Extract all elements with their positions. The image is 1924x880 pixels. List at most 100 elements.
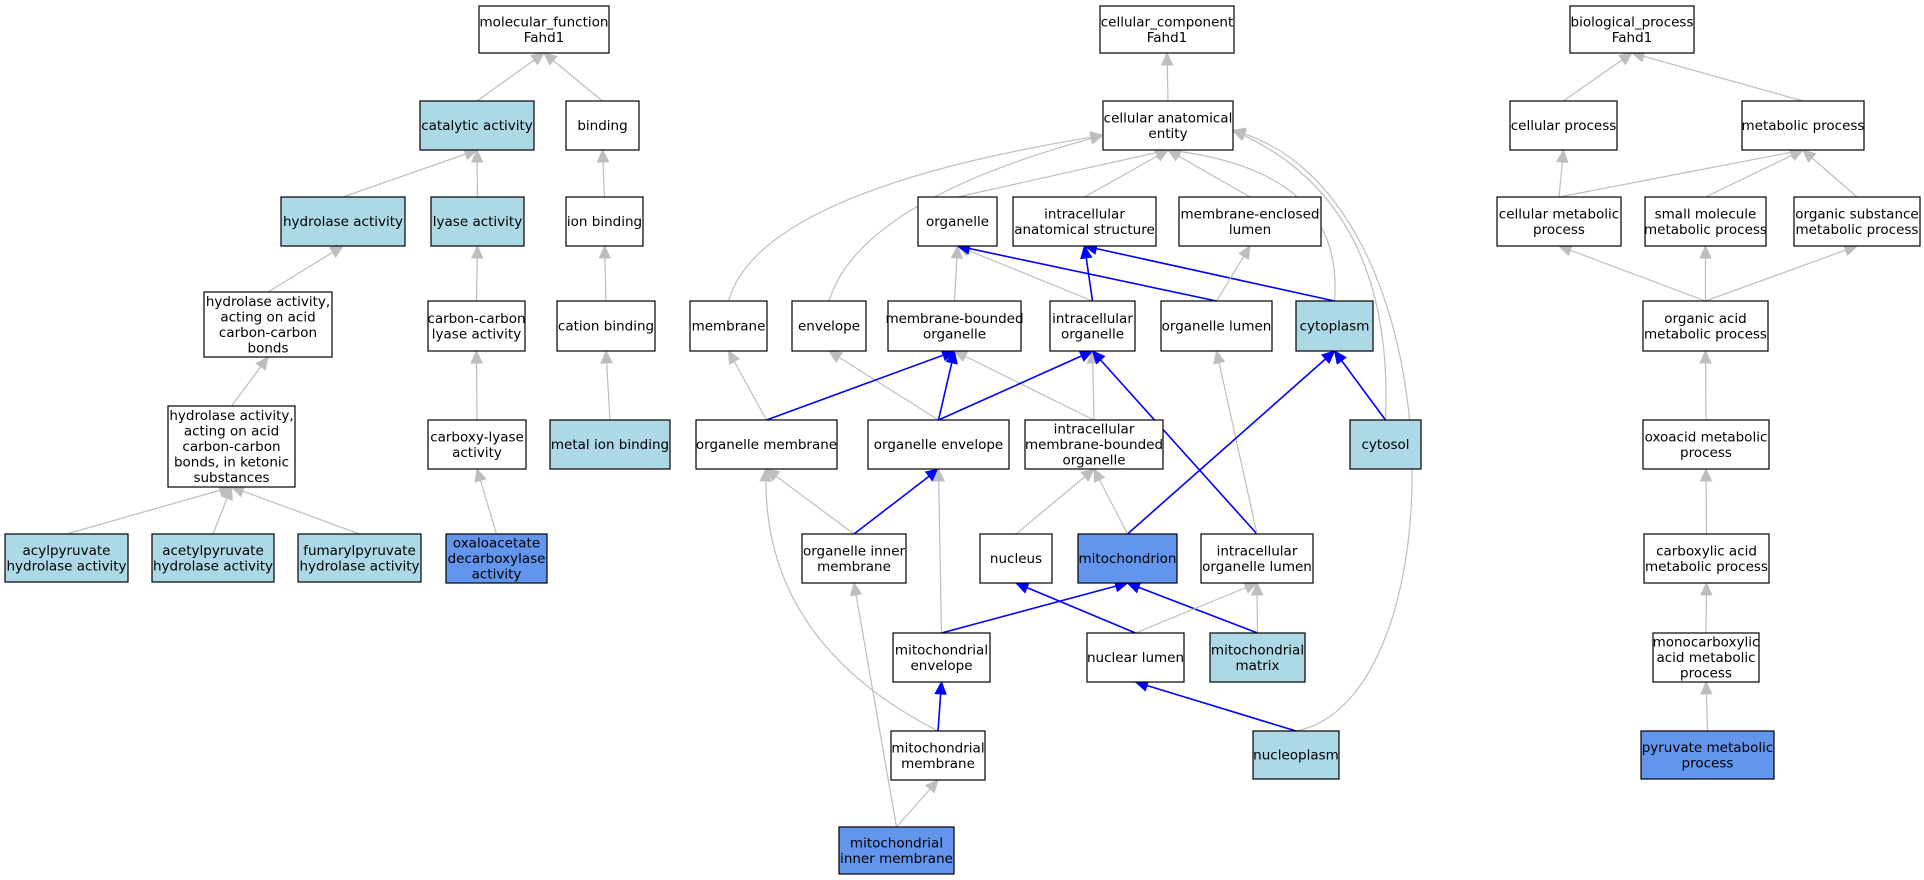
node-label-line: mitochondrion bbox=[1079, 551, 1177, 567]
node-label-line: cytoplasm bbox=[1300, 319, 1370, 335]
node-label-line: membrane bbox=[901, 756, 975, 772]
edge-oamp-to-cmp bbox=[1558, 245, 1706, 302]
edge-arrowhead bbox=[1091, 350, 1106, 365]
go-term-node-cytoplasm: cytoplasm bbox=[1295, 300, 1374, 352]
node-label-line: cellular process bbox=[1511, 118, 1617, 134]
go-term-node-metal-ion: metal ion binding bbox=[549, 419, 671, 470]
edge-arrowhead bbox=[543, 52, 558, 66]
edge-arrowhead bbox=[1700, 680, 1713, 695]
edge-oim-to-org_env bbox=[853, 468, 939, 535]
go-term-node-hydro-cc: hydrolase activity,acting on acidcarbon-… bbox=[203, 291, 333, 358]
edge-met_proc-to-bp_root bbox=[1631, 52, 1804, 102]
node-box bbox=[151, 533, 275, 583]
node-label-line: hydrolase activity bbox=[153, 558, 273, 574]
node-label-line: lyase activity bbox=[432, 326, 521, 342]
node-box bbox=[1209, 632, 1306, 683]
edge-hydrolase-to-catalytic bbox=[342, 149, 478, 198]
edge-arrowhead bbox=[1699, 467, 1713, 482]
node-label-line: fumarylpyruvate bbox=[303, 543, 416, 559]
edge-arrowhead bbox=[600, 349, 613, 364]
edge-arrowhead bbox=[1618, 52, 1633, 66]
go-term-node-lyase: lyase activity bbox=[430, 196, 525, 247]
node-label-line: nucleus bbox=[990, 551, 1042, 567]
node-label-line: ion binding bbox=[567, 214, 642, 230]
node-box bbox=[1652, 632, 1760, 683]
node-label-line: oxoacid metabolic bbox=[1645, 429, 1768, 445]
node-box bbox=[917, 196, 998, 247]
node-label-line: organelle bbox=[923, 326, 986, 342]
node-label-line: anatomical structure bbox=[1014, 222, 1155, 238]
node-label-line: organelle bbox=[926, 214, 989, 230]
node-label-line: process bbox=[1680, 445, 1732, 461]
node-box bbox=[838, 826, 955, 875]
go-term-node-binding: binding bbox=[565, 100, 640, 151]
node-box bbox=[887, 300, 1022, 352]
node-box bbox=[890, 730, 986, 781]
edge-arrowhead bbox=[1699, 349, 1712, 364]
node-label-line: envelope bbox=[798, 319, 860, 335]
node-box bbox=[689, 300, 768, 352]
node-label-line: substances bbox=[193, 470, 269, 486]
node-label-line: carbon-carbon bbox=[182, 439, 280, 455]
edge-org_env-to-io bbox=[938, 350, 1093, 421]
node-label-line: acid metabolic bbox=[1656, 650, 1755, 666]
node-label-line: oxaloacetate bbox=[453, 536, 540, 552]
edge-mito_env-to-org_env bbox=[937, 468, 943, 634]
edge-arrowhead bbox=[530, 52, 545, 66]
node-box bbox=[1643, 533, 1770, 584]
go-term-node-envelope: envelope bbox=[791, 300, 867, 352]
edge-arrowhead bbox=[932, 467, 946, 482]
edge-ias-to-cae bbox=[1084, 149, 1169, 198]
node-label-line: process bbox=[1682, 755, 1734, 771]
node-label-line: acylpyruvate bbox=[23, 543, 111, 559]
node-box bbox=[1077, 533, 1178, 584]
edge-cytoplasm-to-ias bbox=[1084, 245, 1335, 302]
edge-binding-to-mf_root bbox=[543, 52, 603, 102]
edge-arrowhead bbox=[849, 581, 863, 597]
node-box bbox=[1295, 300, 1374, 352]
node-box bbox=[297, 533, 422, 583]
node-box bbox=[1741, 100, 1865, 151]
node-box bbox=[565, 196, 644, 247]
node-label-line: organelle membrane bbox=[696, 437, 837, 453]
go-term-node-cytosol: cytosol bbox=[1349, 419, 1422, 470]
edge-organelle-to-cae bbox=[957, 149, 1169, 198]
edge-io-to-organelle bbox=[957, 245, 1093, 302]
node-label-line: metal ion binding bbox=[551, 437, 669, 453]
node-label-line: catalytic activity bbox=[421, 118, 533, 134]
node-label-line: organelle bbox=[1062, 453, 1125, 469]
edge-mel-to-cae bbox=[1167, 149, 1251, 198]
node-label-line: metabolic process bbox=[1644, 326, 1767, 342]
edge-mito-to-cytoplasm bbox=[1126, 350, 1336, 535]
node-box bbox=[203, 291, 333, 358]
node-label-line: nuclear lumen bbox=[1087, 650, 1184, 666]
node-label-line: activity bbox=[452, 445, 502, 461]
edge-arrowhead bbox=[1231, 127, 1247, 140]
node-box bbox=[419, 100, 535, 151]
edge-arrowhead bbox=[950, 244, 964, 259]
node-box bbox=[1086, 632, 1185, 683]
node-box bbox=[1160, 300, 1273, 352]
edge-arrowhead bbox=[1699, 244, 1712, 259]
node-label-line: cellular anatomical bbox=[1104, 110, 1233, 126]
node-label-line: lyase activity bbox=[433, 214, 522, 230]
edge-arrowhead bbox=[1160, 51, 1174, 66]
node-label-line: hydrolase activity, bbox=[206, 294, 330, 310]
node-box bbox=[1099, 5, 1235, 54]
node-label-line: carboxy-lyase bbox=[430, 429, 524, 445]
node-label-line: process bbox=[1533, 222, 1585, 238]
edge-arrowhead bbox=[470, 349, 483, 364]
node-label-line: molecular_function bbox=[480, 14, 609, 30]
edge-nuc_lumen-to-iol bbox=[1135, 582, 1258, 634]
node-box bbox=[167, 405, 296, 488]
edge-arrowhead bbox=[727, 349, 741, 365]
node-label-line: organic acid bbox=[1664, 311, 1746, 327]
edge-iol-to-org_lumen bbox=[1215, 350, 1258, 535]
